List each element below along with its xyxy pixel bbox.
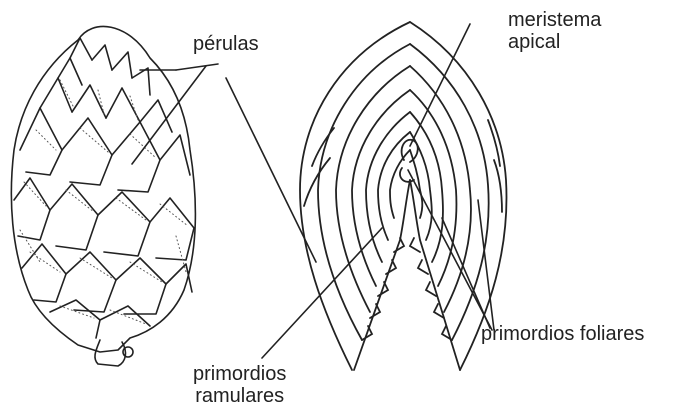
scale	[66, 252, 116, 312]
label-ramulares-line1: primordios	[193, 363, 286, 385]
scale	[92, 45, 112, 70]
section-leaf	[312, 128, 334, 166]
label-primordios-foliares: primordios foliares	[481, 323, 644, 345]
scale	[160, 135, 190, 175]
scale	[112, 52, 132, 78]
scale	[50, 184, 98, 250]
scale	[106, 88, 140, 122]
apical-meristem	[400, 168, 414, 182]
bud-outline	[11, 26, 195, 352]
section-leaf	[390, 150, 410, 218]
scale	[132, 68, 150, 95]
scale	[112, 122, 160, 192]
section-leaf	[378, 132, 410, 240]
section-leaf	[494, 160, 502, 212]
section-leaf	[304, 158, 330, 206]
bud-exterior-drawing	[11, 26, 195, 366]
foliar-primordia-edge	[410, 180, 460, 370]
scale	[116, 258, 166, 314]
scale	[140, 100, 172, 132]
section-leaf	[300, 22, 410, 370]
scale	[50, 300, 100, 338]
label-perulas: pérulas	[193, 33, 259, 55]
label-primordios-ramulares: primordios ramulares	[193, 363, 286, 407]
leader-perulas-section	[226, 78, 316, 262]
scale	[20, 108, 62, 175]
scale	[70, 38, 92, 60]
scale	[98, 192, 150, 256]
ramular-primordia-edge	[354, 180, 410, 370]
scale	[58, 58, 82, 85]
label-meristema-line2: apical	[508, 31, 601, 53]
scale	[14, 178, 50, 240]
leader-foliares-3	[408, 170, 492, 330]
leader-meristema	[410, 24, 470, 146]
label-ramulares-line2: ramulares	[193, 385, 286, 407]
bud-section-drawing	[300, 22, 507, 370]
bud-stem-knot	[123, 347, 133, 357]
leader-perulas-2	[176, 64, 218, 70]
section-leaf	[336, 66, 410, 312]
section-leaf	[410, 132, 432, 240]
scale	[62, 118, 112, 185]
scale	[150, 198, 194, 260]
label-meristema-apical: meristema apical	[508, 9, 601, 53]
label-meristema-line1: meristema	[508, 9, 601, 31]
leader-lines	[132, 24, 494, 358]
bud-stem	[95, 340, 126, 366]
